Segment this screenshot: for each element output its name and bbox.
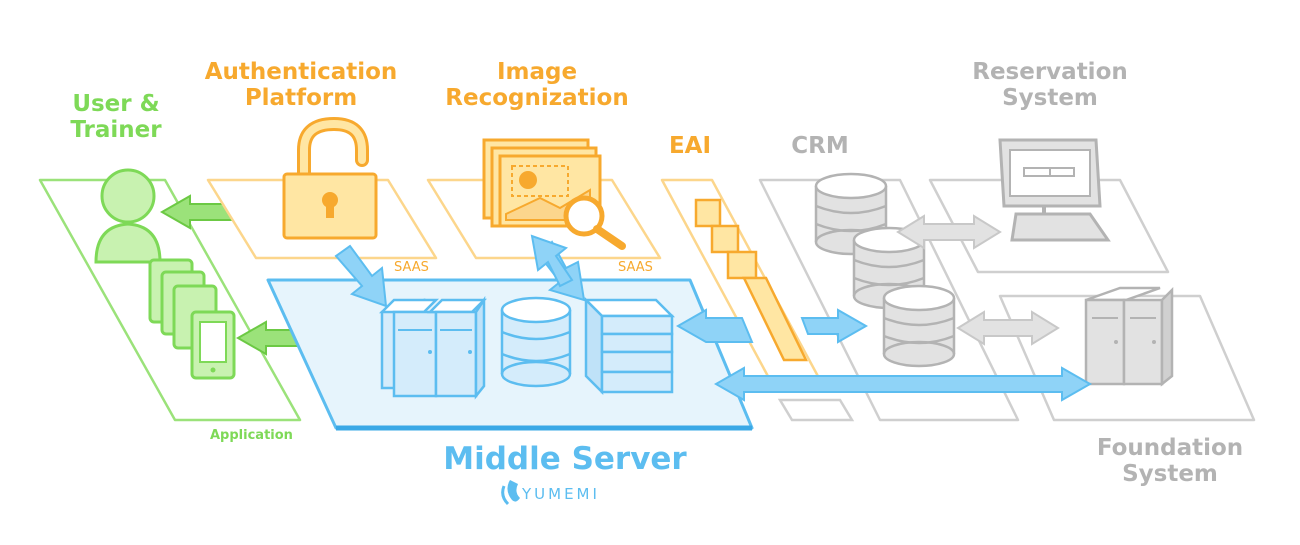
server-tower-1 — [378, 298, 440, 398]
crm-database-3 — [882, 284, 956, 368]
user-trainer-label: User & Trainer — [70, 91, 162, 143]
computer-monitor-icon — [998, 138, 1111, 242]
reservation-system-label: Reservation System — [972, 59, 1128, 111]
user-icon — [94, 168, 162, 264]
foundation-system-label: Foundation System — [1096, 435, 1244, 487]
application-label: Application — [210, 428, 293, 443]
gray-arrow-crm-foundation — [956, 310, 1060, 346]
eai-label: EAI — [668, 133, 712, 159]
blue-arrow-middle-foundation — [713, 366, 1093, 402]
tablet-devices-icon — [148, 258, 236, 380]
magnifier-icon — [563, 195, 626, 250]
blue-arrow-auth-to-middle — [334, 244, 388, 308]
blue-arrow-eai-crm — [800, 308, 869, 344]
crm-label: CRM — [791, 133, 849, 159]
server-tower-2 — [426, 295, 488, 400]
image-recognization-label: Image Recognization — [445, 59, 629, 111]
lock-icon — [282, 116, 378, 240]
gray-arrow-crm-reservation — [896, 214, 1002, 250]
foundation-server-icon — [1084, 286, 1174, 387]
blue-arrow-image-middle — [530, 234, 586, 302]
crm-database-1 — [814, 172, 888, 256]
server-stack-icon — [582, 296, 676, 396]
middle-server-label: Middle Server — [443, 441, 687, 477]
blue-arrow-middle-eai — [675, 308, 754, 343]
yumemi-logo-mark — [501, 480, 520, 506]
saas-label-image: SAAS — [618, 260, 653, 275]
yumemi-logo: YUMEMI — [522, 485, 600, 503]
eai-blocks-icon — [694, 198, 809, 362]
yumemi-logo-text: YUMEMI — [522, 485, 600, 503]
database-icon — [500, 296, 572, 388]
saas-label-auth: SAAS — [394, 260, 429, 275]
auth-platform-label: Authentication Platform — [204, 59, 398, 111]
